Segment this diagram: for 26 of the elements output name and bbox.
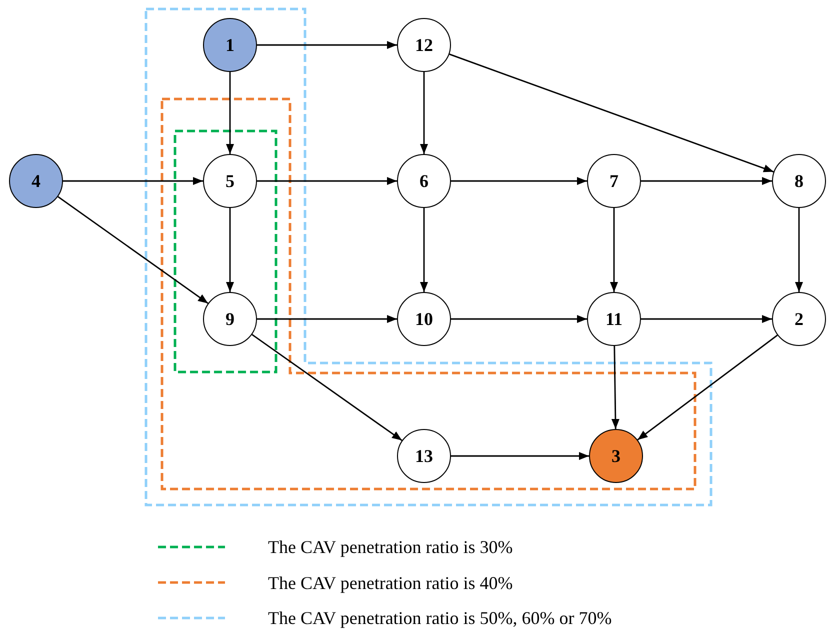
arrow	[252, 334, 402, 441]
arrow	[449, 54, 774, 172]
origin-node: 4	[9, 154, 63, 208]
arrow	[420, 72, 428, 154]
arrow	[420, 208, 428, 292]
arrow	[257, 177, 397, 185]
arrow	[451, 177, 587, 185]
legend-text: The CAV penetration ratio is 40%	[268, 572, 513, 594]
arrow	[795, 208, 803, 292]
arrow	[226, 72, 234, 154]
arrow	[257, 315, 397, 323]
legend-text: The CAV penetration ratio is 30%	[268, 536, 513, 558]
arrow	[637, 334, 778, 440]
arrow	[641, 177, 772, 185]
arrow	[451, 452, 589, 460]
arrow	[641, 315, 772, 323]
arrow	[610, 208, 618, 292]
arrow	[58, 196, 208, 304]
arrow	[257, 41, 397, 49]
arrow	[611, 346, 620, 430]
legend-text: The CAV penetration ratio is 50%, 60% or 70%	[268, 607, 612, 629]
origin-node: 1	[203, 18, 257, 72]
destination-node: 3	[589, 429, 643, 483]
arrow	[451, 315, 587, 323]
arrow	[226, 208, 234, 292]
arrow	[63, 177, 203, 185]
